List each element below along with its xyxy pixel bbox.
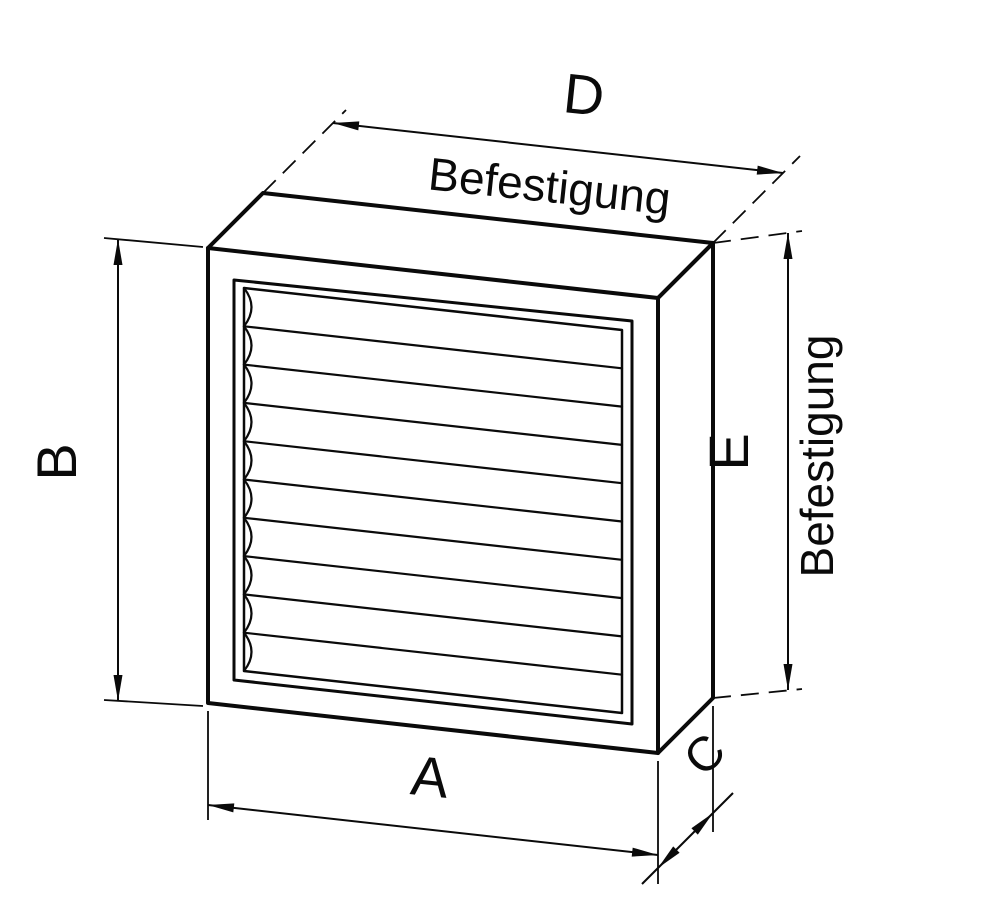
pleat-fold-line [242,325,624,370]
pleat-edge-scallop [242,593,253,634]
ext-line-d-left [262,109,347,194]
arrowhead-c-front [658,846,680,868]
arrowhead-e-up [783,233,793,259]
dimension-b: B [25,237,204,707]
pleat-edge-scallop [242,286,253,328]
filter-body [206,191,715,755]
ext-line-b-top [103,237,204,248]
ext-line-e-top [712,230,803,244]
arrowhead-e-down [783,664,793,690]
pleat-edge-scallop [242,631,253,673]
befestigung-right-label: Befestigung [791,335,843,578]
dimension-a: A [207,711,659,884]
dim-b-label: B [25,443,88,480]
dimension-d: D Befestigung [262,61,801,244]
arrowhead-a-left [208,803,235,813]
pleat-fold-line [242,593,624,638]
filter-front-face-outline [206,246,660,755]
pleat-edge-scallop [242,363,253,404]
filter-right-face [656,241,715,755]
frame-bevel-edge [242,286,624,715]
arrowhead-a-right [631,847,658,857]
pleat-edge-scallop [242,478,253,519]
arrowhead-c-back [691,813,713,835]
ext-line-d-right [712,155,801,244]
pleat-fold-line [242,516,624,561]
arrowhead-b-up [113,239,123,265]
pleat-edge-scallop [242,440,253,481]
pleat-fold-line [242,555,624,600]
arrowhead-d-left [333,121,360,131]
arrowhead-b-down [113,675,123,701]
dim-line-d [332,122,784,174]
arrowhead-d-right [756,165,783,175]
pleat-fold-line [242,478,624,523]
pleat-edge-scallop [242,555,253,596]
dim-e-label: E [697,433,760,470]
ext-line-b-bottom [103,699,204,707]
dimension-e: E Befestigung [697,230,843,699]
pleat-fold-line [242,363,624,408]
ext-line-e-bottom [712,688,803,699]
pleat-edge-scallop [242,401,253,443]
pleat-edge-scallop [242,516,253,558]
dim-d-label: D [561,61,608,128]
dim-c-label: C [674,724,736,786]
befestigung-top-label: Befestigung [426,148,673,225]
pleat-fold-line [242,401,624,446]
dim-line-a [207,804,659,856]
frame-inner-edge [232,278,634,726]
dim-line-c [641,792,734,885]
pleat-fold-line [242,440,624,485]
pleat-edge-scallop [242,325,253,366]
pleat-media [242,286,624,676]
dim-a-label: A [408,743,452,810]
pleat-fold-line [242,631,624,676]
